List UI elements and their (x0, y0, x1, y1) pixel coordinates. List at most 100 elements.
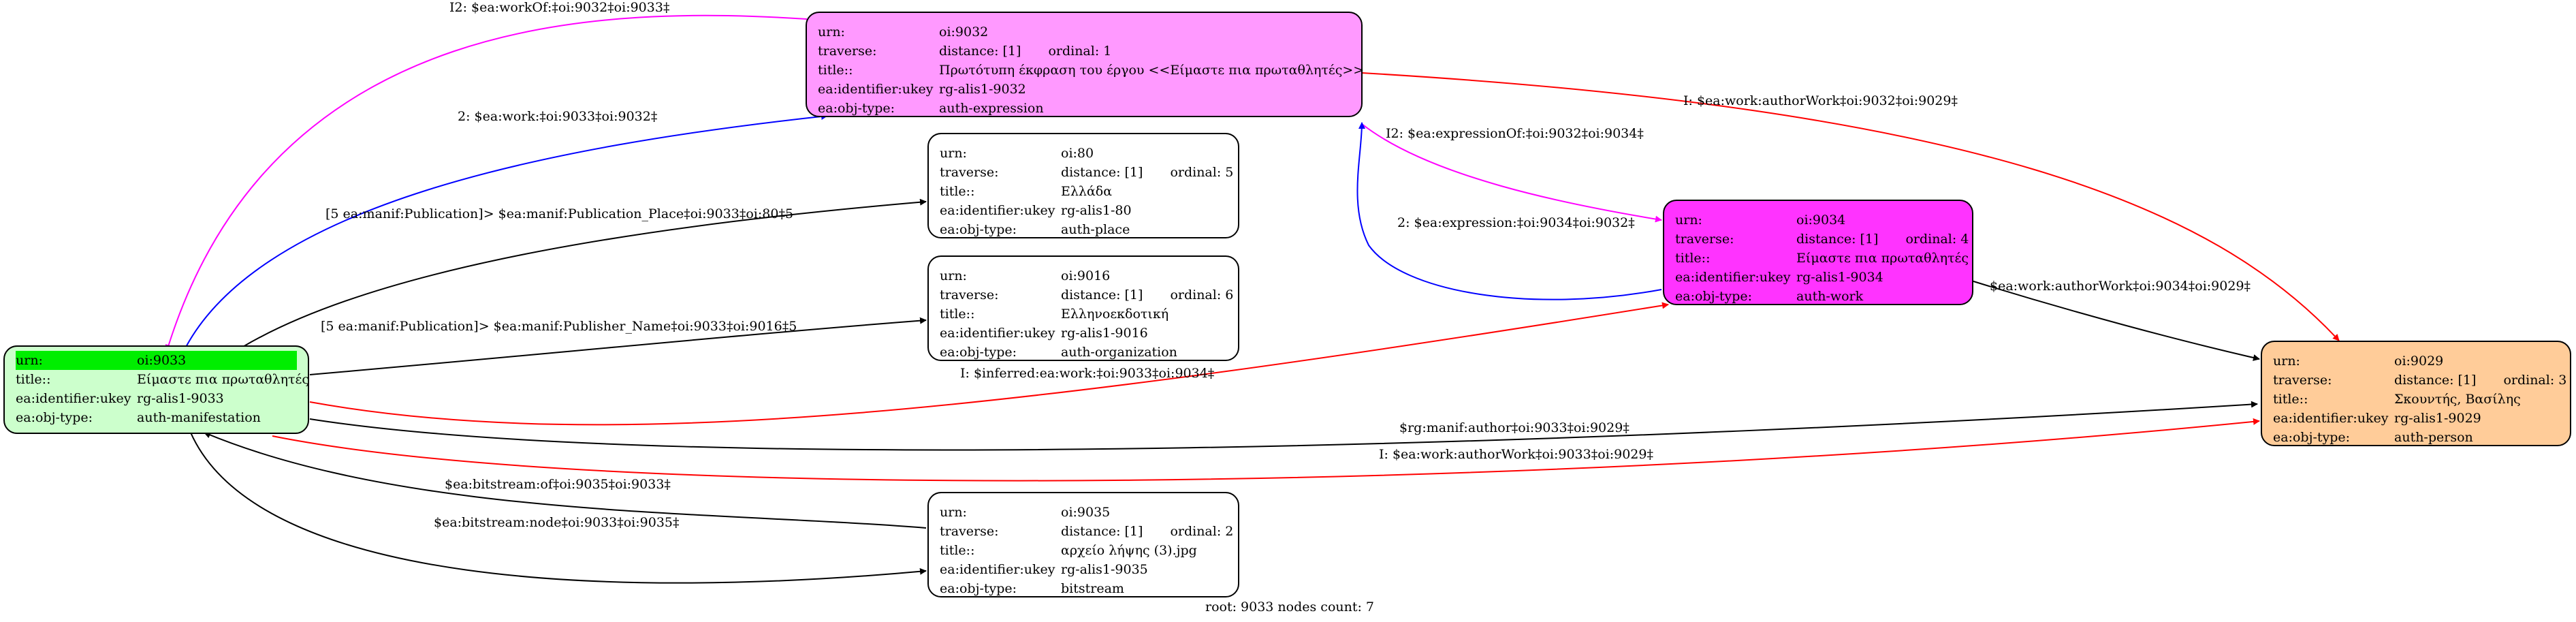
row-key: title:: (940, 307, 975, 322)
row-value: oi:9016 (1061, 268, 1111, 283)
node-oi-9035[interactable]: urn:oi:9035 traverse: distance: [1]ordina… (927, 492, 1239, 597)
edge-rgauthor (309, 401, 2258, 451)
node-row: traverse:distance: [1]ordinal: 6 (940, 285, 1233, 305)
traverse-ordinal: ordinal: 4 (1905, 232, 1969, 247)
row-key: title:: (2273, 392, 2308, 407)
node-oi-80[interactable]: urn:oi:80 traverse:distance: [1]ordinal:… (927, 133, 1239, 238)
row-key: urn: (940, 268, 967, 283)
row-key: ea:identifier:ukey (16, 391, 131, 406)
node-row: title::Ελληνοεκδοτική (940, 305, 1227, 324)
node-row: urn:oi:9032 (818, 22, 1350, 42)
node-oi-9032[interactable]: urn:oi:9032 traverse: distance: [1] ordina… (806, 12, 1364, 117)
edge-label-publisher: [5 ea:manif:Publication]> $ea:manif:Publ… (321, 319, 797, 334)
row-value: distance: [1] ordinal: 1 (939, 42, 1350, 61)
row-value: Πρωτότυπη έκφραση του έργου <<Είμαστε πι… (939, 63, 1365, 78)
edge-label-rgauthor: $rg:manif:author‡oi:9033‡oi:9029‡ (1399, 420, 1629, 435)
node-row: urn: oi:9034 (1675, 211, 1961, 230)
row-value: αρχείο λήψης (3).jpg (1061, 543, 1197, 558)
row-key: title:: (818, 63, 853, 78)
row-key: ea:obj-type: (1675, 289, 1753, 304)
node-row: title::Είμαστε πια πρωταθλητές (16, 370, 309, 389)
edge-publisher (309, 317, 927, 375)
row-value: rg-alis1-80 (1061, 203, 1132, 218)
node-row: title::Ελλάδα (940, 182, 1227, 201)
row-value: distance: [1]ordinal: 3 (2394, 371, 2566, 390)
row-key: traverse: (1675, 232, 1734, 247)
row-value: bitstream (1061, 581, 1124, 596)
row-value: rg-alis1-9016 (1061, 326, 1148, 341)
traverse-distance: distance: [1] (1061, 287, 1143, 302)
row-value: oi:80 (1061, 146, 1094, 161)
edge-bitstreamof (204, 431, 927, 529)
edge-authorwork9033 (272, 418, 2260, 482)
row-key: traverse: (818, 44, 877, 59)
row-value: auth-place (1061, 222, 1130, 237)
edge-authorwork9034 (1971, 280, 2260, 361)
node-row: traverse: distance: [1] ordinal: 1 (818, 42, 1350, 61)
row-key: traverse: (2273, 373, 2332, 388)
edge-label-place: [5 ea:manif:Publication]> $ea:manif:Publ… (325, 206, 794, 221)
row-key: title:: (940, 543, 975, 558)
row-key: ea:identifier:ukey (818, 82, 934, 97)
edge-label-authorwork9032: I: $ea:work:authorWork‡oi:9032‡oi:9029‡ (1683, 93, 1958, 108)
row-key: ea:obj-type: (16, 410, 93, 425)
row-value: oi:9033 (137, 353, 187, 368)
node-row: title::Πρωτότυπη έκφραση του έργου <<Είμ… (818, 61, 1364, 80)
row-key: title:: (940, 184, 975, 199)
traverse-ordinal: ordinal: 6 (1170, 287, 1234, 302)
node-oi-9016[interactable]: urn:oi:9016 traverse:distance: [1]ordina… (927, 255, 1239, 361)
edge-label-work: 2: $ea:work:‡oi:9033‡oi:9032‡ (458, 109, 658, 124)
row-key: urn: (818, 25, 845, 40)
row-value: rg-alis1-9034 (1796, 270, 1883, 285)
node-row: traverse:distance: [1]ordinal: 5 (940, 163, 1233, 182)
row-value: Είμαστε πια πρωταθλητές (1796, 251, 1969, 266)
row-value: Ελλάδα (1061, 184, 1113, 199)
edge-bitstreamnode (190, 432, 927, 584)
row-key: traverse: (940, 524, 999, 539)
row-key: ea:obj-type: (940, 581, 1017, 596)
edge-label-inferred: I: $inferred:ea:work:‡oi:9033‡oi:9034‡ (960, 366, 1215, 381)
traverse-distance: distance: [1] (1061, 165, 1143, 180)
traverse-distance: distance: [1] (939, 44, 1021, 59)
row-key: ea:identifier:ukey (2273, 411, 2389, 426)
node-row: title::αρχείο λήψης (3).jpg (940, 541, 1227, 560)
node-oi-9034[interactable]: urn: oi:9034 traverse: distance: [1] ordina… (1663, 200, 1973, 305)
node-row: urn:oi:9033 (16, 351, 297, 370)
node-row: title::Είμαστε πια πρωταθλητές (1675, 249, 1969, 268)
row-value: distance: [1]ordinal: 2 (1061, 522, 1233, 541)
row-value: auth-organization (1061, 345, 1177, 360)
edge-authorwork9032 (1361, 72, 2340, 341)
node-row: urn: oi:9029 (2273, 352, 2559, 371)
node-oi-9029[interactable]: urn: oi:9029 traverse: distance: [1]ordina… (2261, 341, 2571, 446)
edge-expressionof (1361, 123, 1662, 223)
row-value: distance: [1] ordinal: 4 (1796, 230, 1969, 249)
row-value: auth-manifestation (137, 410, 261, 425)
node-row: urn:oi:9035 (940, 503, 1227, 522)
node-row: ea:obj-type: auth-place (940, 220, 1227, 239)
row-key: title:: (1675, 251, 1711, 266)
edge-place (241, 198, 927, 348)
node-row: title::Σκουντής, Βασίλης (2273, 390, 2559, 409)
row-value: oi:9034 (1796, 213, 1846, 228)
edge-workof (165, 14, 808, 352)
node-oi-9033[interactable]: urn:oi:9033 title::Είμαστε πια πρωταθλητ… (3, 345, 309, 434)
row-value: oi:9029 (2394, 354, 2444, 369)
edge-label-bitstreamnode: $ea:bitstream:node‡oi:9033‡oi:9035‡ (434, 515, 680, 530)
row-key: ea:obj-type: (818, 101, 895, 116)
edge-label-authorwork9033: I: $ea:work:authorWork‡oi:9033‡oi:9029‡ (1379, 447, 1653, 462)
traverse-distance: distance: [1] (1796, 232, 1879, 247)
row-key: urn: (1675, 213, 1702, 228)
traverse-ordinal: ordinal: 1 (1048, 44, 1112, 59)
row-key: ea:obj-type: (2273, 430, 2351, 445)
edge-expression (1356, 122, 1662, 300)
row-key: title:: (16, 372, 51, 387)
row-key: ea:obj-type: (940, 222, 1017, 237)
row-key: urn: (2273, 354, 2300, 369)
traverse-ordinal: ordinal: 3 (2503, 373, 2567, 388)
